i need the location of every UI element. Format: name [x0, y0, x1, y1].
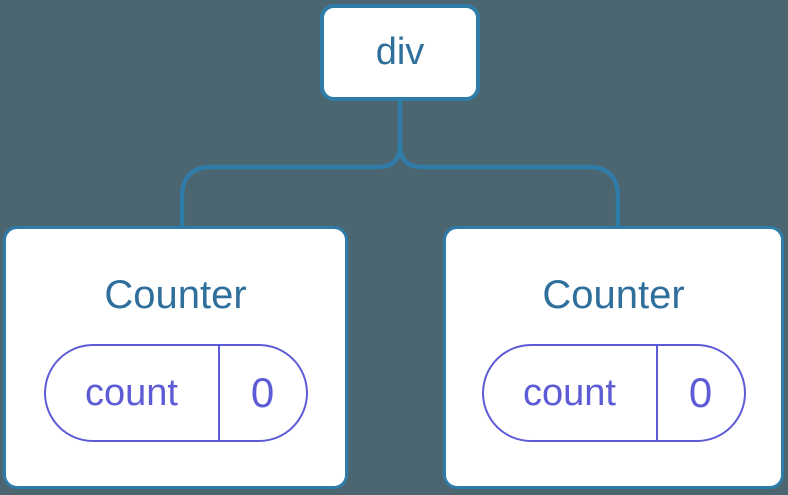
state-key: count — [46, 346, 220, 440]
component-name: Counter — [542, 273, 685, 317]
component-card-right: Counter count 0 — [443, 226, 784, 489]
state-value: 0 — [250, 369, 275, 416]
state-pill: count 0 — [43, 344, 308, 442]
root-node: div — [320, 4, 480, 101]
root-node-label: div — [375, 31, 425, 73]
connector-left-branch — [179, 99, 403, 228]
component-name: Counter — [104, 273, 247, 317]
state-pill: count 0 — [481, 344, 746, 442]
connector-right-branch — [397, 144, 621, 230]
state-value: 0 — [688, 369, 713, 416]
component-card-left: Counter count 0 — [3, 226, 348, 489]
state-key: count — [484, 346, 658, 440]
